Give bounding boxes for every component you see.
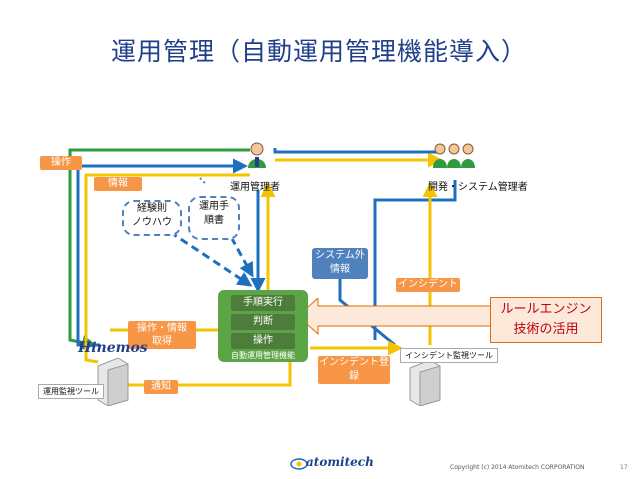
experience-line-2: ノウハウ (132, 217, 172, 228)
incident-registration-tag: インシデント登録 (318, 356, 390, 384)
op-info-line-1: 操作・情報 (137, 323, 187, 334)
operation-line (68, 148, 250, 350)
experience-line-1: 経験則 (137, 203, 167, 214)
hinemos-logo: Hinemos (78, 340, 148, 356)
notify-tag: 通知 (144, 380, 178, 394)
ops-manager-label: 運用管理者 (230, 182, 280, 193)
external-info-line-1: システム外 (315, 250, 365, 261)
operation-step: 操作 (231, 333, 295, 349)
atomitech-logo-text: atomitech (306, 455, 374, 469)
dev-manager-icon (432, 142, 476, 172)
operation-tag: 操作 (40, 156, 82, 170)
procedure-bubble: 運用手 順書 (188, 196, 240, 240)
incident-tool-label: インシデント監視ツール (400, 348, 498, 363)
auto-ops-function: 手順実行 判断 操作 自動運用管理機能 (218, 290, 308, 362)
op-info-tag: 操作・情報 取得 (128, 321, 196, 349)
dashed-line-2 (223, 225, 254, 278)
ops-manager-icon (246, 142, 268, 172)
dev-blue-line (373, 180, 457, 340)
left-yellow-line (84, 173, 250, 364)
monitor-tool-label: 運用監視ツール (38, 384, 104, 399)
rule-engine-line-1: ルールエンジン (500, 302, 592, 317)
info-tag: 情報 (94, 177, 142, 191)
thought-dots (199, 177, 206, 184)
procedure-line-2: 順書 (204, 215, 224, 226)
copyright: Copyright (c) 2014 Atomitech CORPORATION (450, 464, 585, 471)
external-info-box: システム外 情報 (312, 248, 368, 279)
info-line (76, 158, 248, 347)
incident-tag: インシデント (396, 278, 460, 292)
external-info-line-2: 情報 (330, 264, 350, 275)
experience-bubble: 経験則 ノウハウ (122, 200, 182, 236)
page-title: 運用管理（自動運用管理機能導入） (110, 37, 527, 66)
procedure-line-1: 運用手 (199, 201, 229, 212)
auto-function-label: 自動運用管理機能 (231, 351, 295, 360)
dashed-line-1 (169, 230, 253, 287)
ext-info-blue (338, 275, 396, 347)
dev-manager-label: 開発・システム管理者 (428, 182, 528, 193)
atomitech-logo (290, 456, 308, 475)
top-blue-line (273, 148, 440, 154)
op-info-line-2: 取得 (152, 336, 172, 347)
incident-server-icon (408, 358, 442, 410)
judgment: 判断 (231, 314, 295, 330)
rule-engine-box: ルールエンジン 技術の活用 (490, 297, 602, 343)
rule-engine-arrow (297, 298, 496, 336)
rule-engine-line-2: 技術の活用 (513, 322, 579, 337)
monitor-server-icon (96, 356, 130, 410)
procedure-execution: 手順実行 (231, 295, 295, 311)
page-number: 17 (620, 464, 628, 471)
